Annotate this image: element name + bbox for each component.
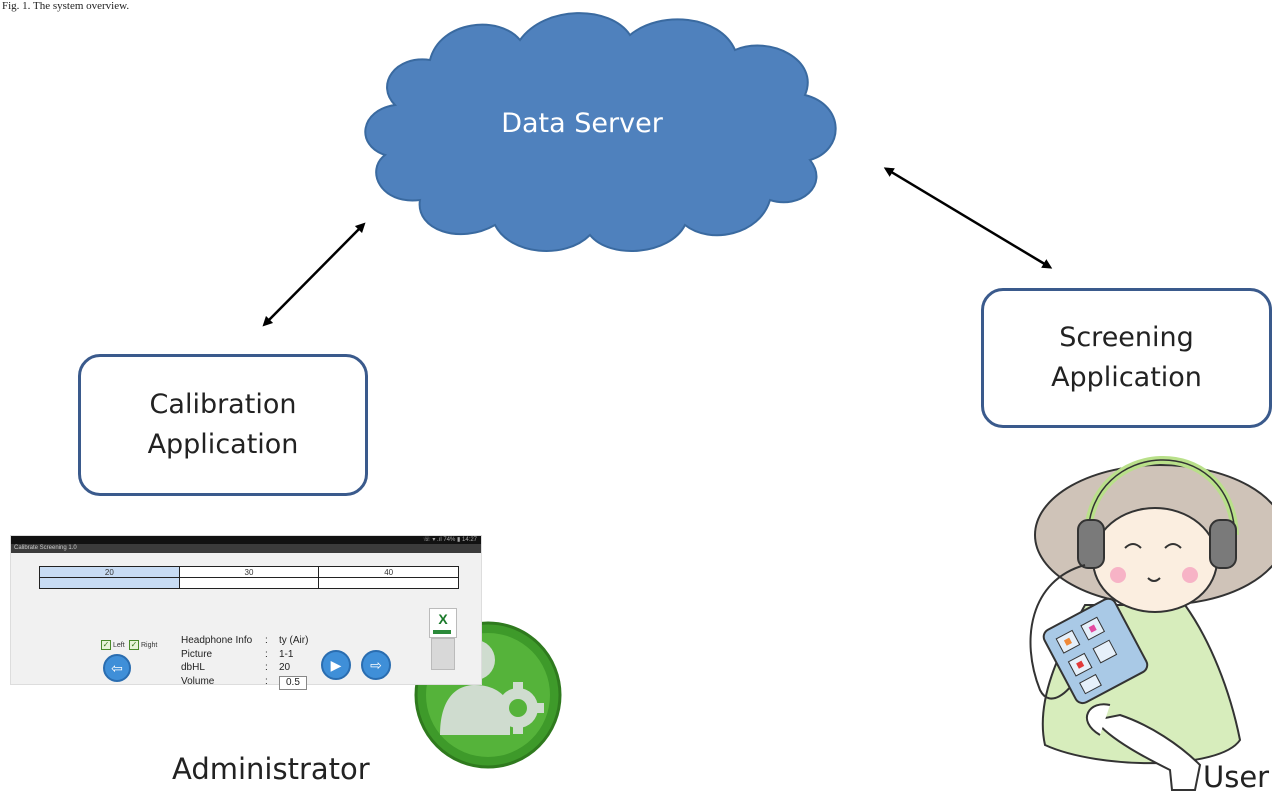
play-icon[interactable]: ▶ [321,650,351,680]
checkmark-icon: ✓ [101,640,111,650]
left-checkbox[interactable]: ✓ Left [101,640,125,650]
volume-label: Volume [181,675,215,687]
calibration-application-box: Calibration Application [78,354,368,496]
document-icon[interactable] [431,638,455,670]
screening-line-2: Application [1051,362,1202,393]
user-illustration [1029,456,1272,791]
checkmark-icon: ✓ [129,640,139,650]
user-label: User [1203,760,1270,794]
info-key: dbHL [181,662,205,673]
administrator-label: Administrator [172,752,370,786]
excel-icon-label: X [438,611,448,627]
info-key: Headphone Info [181,635,253,646]
data-server-label: Data Server [501,108,663,139]
frequency-table: 20 30 40 [39,566,459,589]
screening-application-box: Screening Application [981,288,1272,428]
volume-input[interactable]: 0.5 [279,675,307,690]
frequency-cell[interactable]: 40 [318,566,459,578]
frequency-cell[interactable]: 20 [39,566,180,578]
info-sep: : [265,635,268,646]
left-checkbox-label: Left [113,641,125,649]
info-sep: : [265,662,268,673]
right-checkbox-label: Right [141,641,158,649]
frequency-cell-empty [318,577,459,589]
forward-arrow-icon[interactable]: ⇨ [361,650,391,680]
calibration-app-screenshot: ☏ ▾ .ıl 74% ▮ 14:27 Calibrate Screening … [10,535,482,690]
info-value: 1-1 [279,648,294,660]
frequency-cell-empty [178,577,320,589]
excel-icon[interactable]: X [429,608,457,638]
headphone-info-panel: Headphone Info:ty (Air) Picture:1-1 dbHL… [181,634,308,690]
info-sep: : [265,675,268,687]
frequency-cell[interactable]: 30 [178,566,320,578]
arrow-server-calibration [262,222,366,327]
data-server-cloud [364,12,837,252]
calibration-line-2: Application [147,429,299,460]
info-sep: : [265,648,268,660]
screening-line-1: Screening [1059,322,1194,353]
app-title-bar: Calibrate Screening 1.0 [11,544,481,553]
figure-caption: Fig. 1. The system overview. [2,0,130,12]
frequency-cell-empty [39,577,180,589]
right-checkbox[interactable]: ✓ Right [129,640,157,650]
back-arrow-icon[interactable]: ⇦ [103,654,131,682]
status-bar: ☏ ▾ .ıl 74% ▮ 14:27 [11,536,481,544]
calibration-line-1: Calibration [149,389,297,420]
info-key: Picture [181,648,213,660]
info-value: ty (Air) [279,635,309,646]
info-value: 20 [279,662,291,673]
arrow-server-screening [883,167,1053,269]
